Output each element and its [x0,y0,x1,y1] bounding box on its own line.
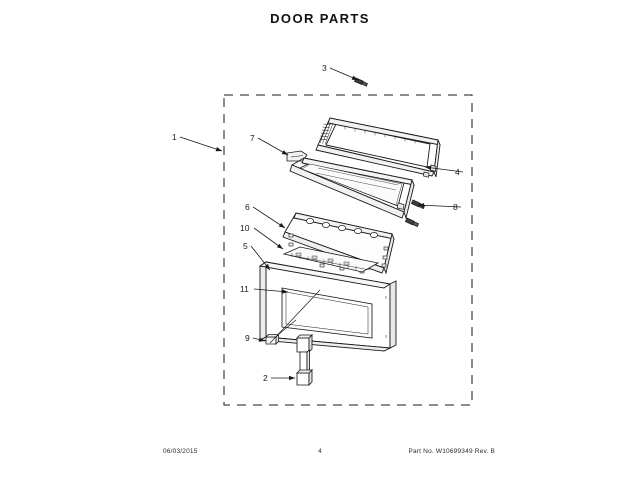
leader-arrow-3 [351,75,358,80]
callout-number-2: 2 [263,373,268,383]
footer-date: 06/03/2015 [163,448,198,455]
leader-arrow-11 [281,289,288,294]
part-door-outer-panel [258,261,397,352]
leader-extra-handle [278,319,297,335]
part-screen-panel [282,246,380,273]
part-spacer-block [265,333,280,345]
leader-line-1 [179,136,223,152]
leader-arrow-6 [278,222,285,228]
leader-arrow-9 [258,337,265,342]
callout-number-8: 8 [453,202,458,212]
exploded-diagram: 1 2 3 4 5 6 7 8 9 10 11 [172,63,473,406]
part-door-handle [295,333,314,387]
leader-line-4 [424,166,464,173]
leader-arrow-10 [276,243,283,249]
assembly-boundary [223,94,473,406]
leader-arrow-5 [264,263,270,270]
callout-leaders [179,67,464,381]
part-middle-door-frame [289,157,415,220]
page-footer: 06/03/2015 4 Part No. W10699349 Rev. B [0,446,640,462]
leader-arrow-1 [215,147,222,152]
callout-number-10: 10 [240,223,250,233]
leader-line-6 [252,206,286,229]
footer-page-number: 4 [318,448,322,455]
leader-arrow-4 [425,165,432,170]
leader-arrow-8 [418,203,425,208]
callout-numbers: 1 2 3 4 5 6 7 8 9 10 11 [172,63,460,383]
part-screw-pair [404,199,426,228]
leader-arrow-2 [289,375,295,381]
leader-arrow-7 [281,150,288,155]
callout-number-3: 3 [322,63,327,73]
callout-number-9: 9 [245,333,250,343]
part-door-window [281,287,373,339]
callout-number-11: 11 [240,284,249,294]
part-door-trim-frame [315,117,441,178]
leader-extra-window [269,289,321,344]
callout-number-6: 6 [245,202,250,212]
callout-number-5: 5 [243,241,248,251]
callout-number-1: 1 [172,132,177,142]
callout-number-7: 7 [250,133,255,143]
diagram-canvas: 1 2 3 4 5 6 7 8 9 10 11 [0,40,640,430]
leader-line-8 [417,204,462,208]
footer-part-number: Part No. W10699349 Rev. B [408,448,495,455]
page-title: DOOR PARTS [270,11,370,26]
callout-number-4: 4 [455,167,460,177]
